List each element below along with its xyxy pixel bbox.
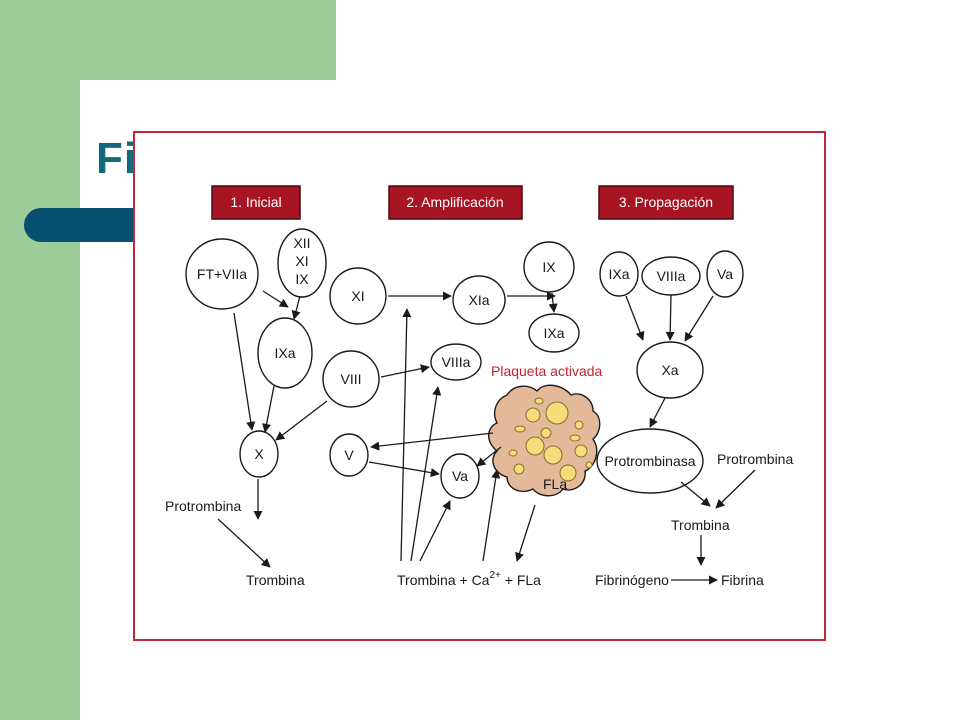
platelet-fla-label: FLa: [543, 476, 567, 492]
edges-inicial: [217, 290, 328, 568]
node-viiia-2: VIIIa: [641, 256, 701, 296]
node-xi-2-label: XI: [351, 288, 364, 304]
label-trombina-2: Trombina: [671, 517, 730, 533]
slide-title: Fi: [96, 134, 138, 183]
platelet-label: Plaqueta activada: [491, 363, 603, 379]
label-fibrinogeno: Fibrinógeno: [595, 572, 669, 588]
node-va-2-label: Va: [717, 266, 733, 282]
stage-amplificacion-label: 2. Amplificación: [406, 194, 503, 210]
label-trombina-ca-fla: Trombina + Ca2+ + FLa: [397, 570, 541, 588]
node-viii-label: VIII: [340, 371, 361, 387]
activated-platelet: FLa: [488, 384, 601, 497]
node-ixa-2: IXa: [528, 313, 580, 353]
label-ca-superscript: 2+: [489, 570, 501, 581]
label-fla-suffix: + FLa: [501, 572, 541, 588]
node-ft-viia-label: FT+VIIa: [197, 266, 247, 282]
node-xia-label: XIa: [468, 292, 489, 308]
node-v-label: V: [344, 447, 354, 463]
node-va-1: Va: [440, 453, 480, 499]
node-viii: VIII: [322, 350, 380, 408]
node-xii-xi-ix: XII XI IX: [277, 228, 327, 298]
label-fibrina: Fibrina: [721, 572, 764, 588]
coagulation-figure: 1. Inicial 2. Amplificación 3. Propagaci…: [133, 131, 826, 641]
node-xii-label: XII: [293, 235, 310, 251]
node-xi-2: XI: [329, 267, 387, 325]
node-ft-viia: FT+VIIa: [185, 238, 259, 310]
label-trombina-ca-prefix: Trombina + Ca: [397, 572, 490, 588]
node-x: X: [239, 430, 279, 478]
node-ix-label: IX: [295, 271, 309, 287]
stage-amplificacion: 2. Amplificación: [388, 185, 523, 220]
stage-inicial: 1. Inicial: [211, 185, 301, 220]
node-xa: Xa: [636, 341, 704, 399]
node-va-1-label: Va: [452, 468, 468, 484]
node-xia: XIa: [452, 275, 506, 325]
edges-propagacion: [625, 294, 756, 585]
node-v: V: [329, 433, 369, 477]
node-viiia-1: VIIIa: [430, 343, 482, 381]
node-xi-label: XI: [295, 253, 308, 269]
label-protrombina-2: Protrombina: [717, 451, 793, 467]
node-ix-2-label: IX: [542, 259, 556, 275]
label-trombina-1: Trombina: [246, 572, 305, 588]
node-va-2: Va: [706, 250, 744, 298]
edges-amplificacion: [368, 291, 558, 562]
node-ixa-1: IXa: [257, 317, 313, 389]
node-xa-label: Xa: [661, 362, 678, 378]
node-ixa-1-label: IXa: [274, 345, 295, 361]
node-ixa-2-label: IXa: [543, 325, 564, 341]
stage-propagacion: 3. Propagación: [598, 185, 734, 220]
node-ix-2: IX: [523, 241, 575, 293]
stage-propagacion-label: 3. Propagación: [619, 194, 713, 210]
label-protrombina-1: Protrombina: [165, 498, 241, 514]
node-protrombinasa: Protrombinasa: [596, 428, 704, 494]
node-viiia-1-label: VIIIa: [442, 354, 471, 370]
node-x-label: X: [254, 446, 264, 462]
node-ixa-3: IXa: [599, 251, 639, 297]
node-viiia-2-label: VIIIa: [657, 268, 686, 284]
node-protrombinasa-label: Protrombinasa: [604, 453, 695, 469]
coagulation-diagram: 1. Inicial 2. Amplificación 3. Propagaci…: [165, 185, 793, 588]
stage-inicial-label: 1. Inicial: [230, 194, 281, 210]
node-ixa-3-label: IXa: [608, 266, 629, 282]
left-green-strip: [0, 0, 80, 720]
